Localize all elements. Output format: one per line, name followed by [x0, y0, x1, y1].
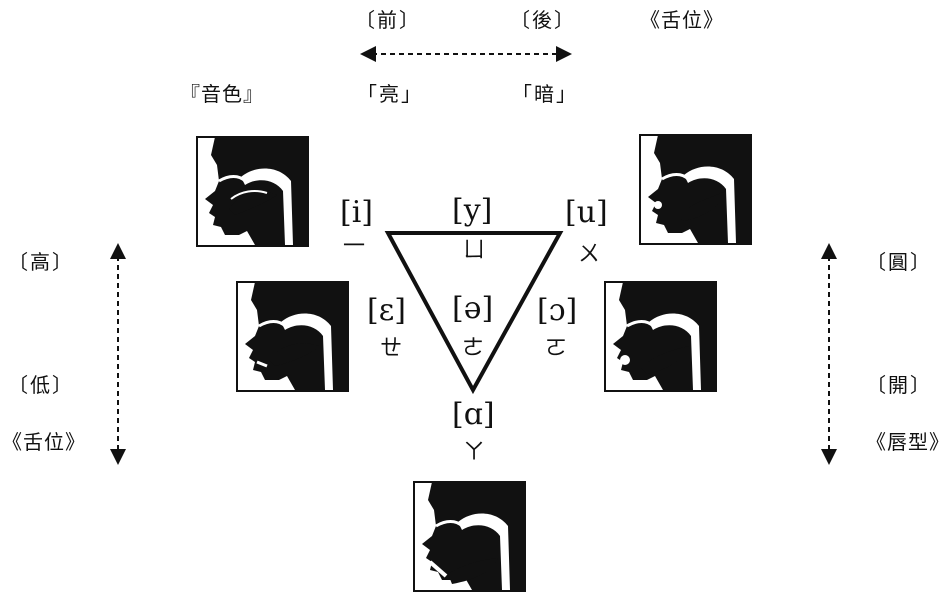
- round-open-arrow: [821, 243, 837, 465]
- vowel-u-bopomofo: ㄨ: [578, 242, 601, 267]
- vowel-e-bopomofo: ㄝ: [380, 336, 403, 361]
- vowel-u-ipa: [u]: [565, 195, 608, 230]
- vowel-o-ipa: [ɔ]: [537, 293, 578, 328]
- vowel-schwa-bopomofo: ㄜ: [462, 336, 485, 361]
- tongue-position-top-label: 《舌位》: [640, 8, 724, 32]
- lip-shape-label: 《唇型》: [866, 430, 950, 454]
- head-profile-o: [603, 280, 718, 393]
- tongue-position-left-label: 《舌位》: [2, 430, 86, 454]
- bright-label: 「亮」: [357, 82, 423, 106]
- vowel-a-ipa: [ɑ]: [452, 397, 495, 432]
- head-profile-u: [638, 133, 753, 246]
- head-profile-i: [195, 135, 310, 248]
- vowel-triangle: [384, 231, 564, 395]
- vowel-y-ipa: [y]: [452, 193, 493, 228]
- back-label: 〔後〕: [510, 8, 576, 32]
- vowel-schwa-ipa: [ə]: [452, 291, 494, 326]
- front-label: 〔前〕: [355, 8, 421, 32]
- round-label: 〔圓〕: [866, 250, 932, 274]
- vowel-e-ipa: [ɛ]: [367, 293, 406, 328]
- vowel-y-bopomofo: ㄩ: [463, 238, 486, 263]
- high-label: 〔高〕: [8, 250, 74, 274]
- low-label: 〔低〕: [8, 373, 74, 397]
- open-label: 〔開〕: [866, 373, 932, 397]
- high-low-arrow: [110, 243, 126, 465]
- vowel-o-bopomofo: ㄛ: [545, 336, 568, 361]
- front-back-arrow: [360, 46, 572, 62]
- head-profile-e: [235, 280, 350, 393]
- vowel-i-ipa: [i]: [340, 195, 374, 230]
- dark-label: 「暗」: [512, 82, 578, 106]
- timbre-label: 『音色』: [180, 82, 264, 106]
- vowel-i-bopomofo: 一: [343, 234, 366, 259]
- head-profile-a: [412, 480, 527, 593]
- vowel-a-bopomofo: ㄚ: [463, 440, 486, 465]
